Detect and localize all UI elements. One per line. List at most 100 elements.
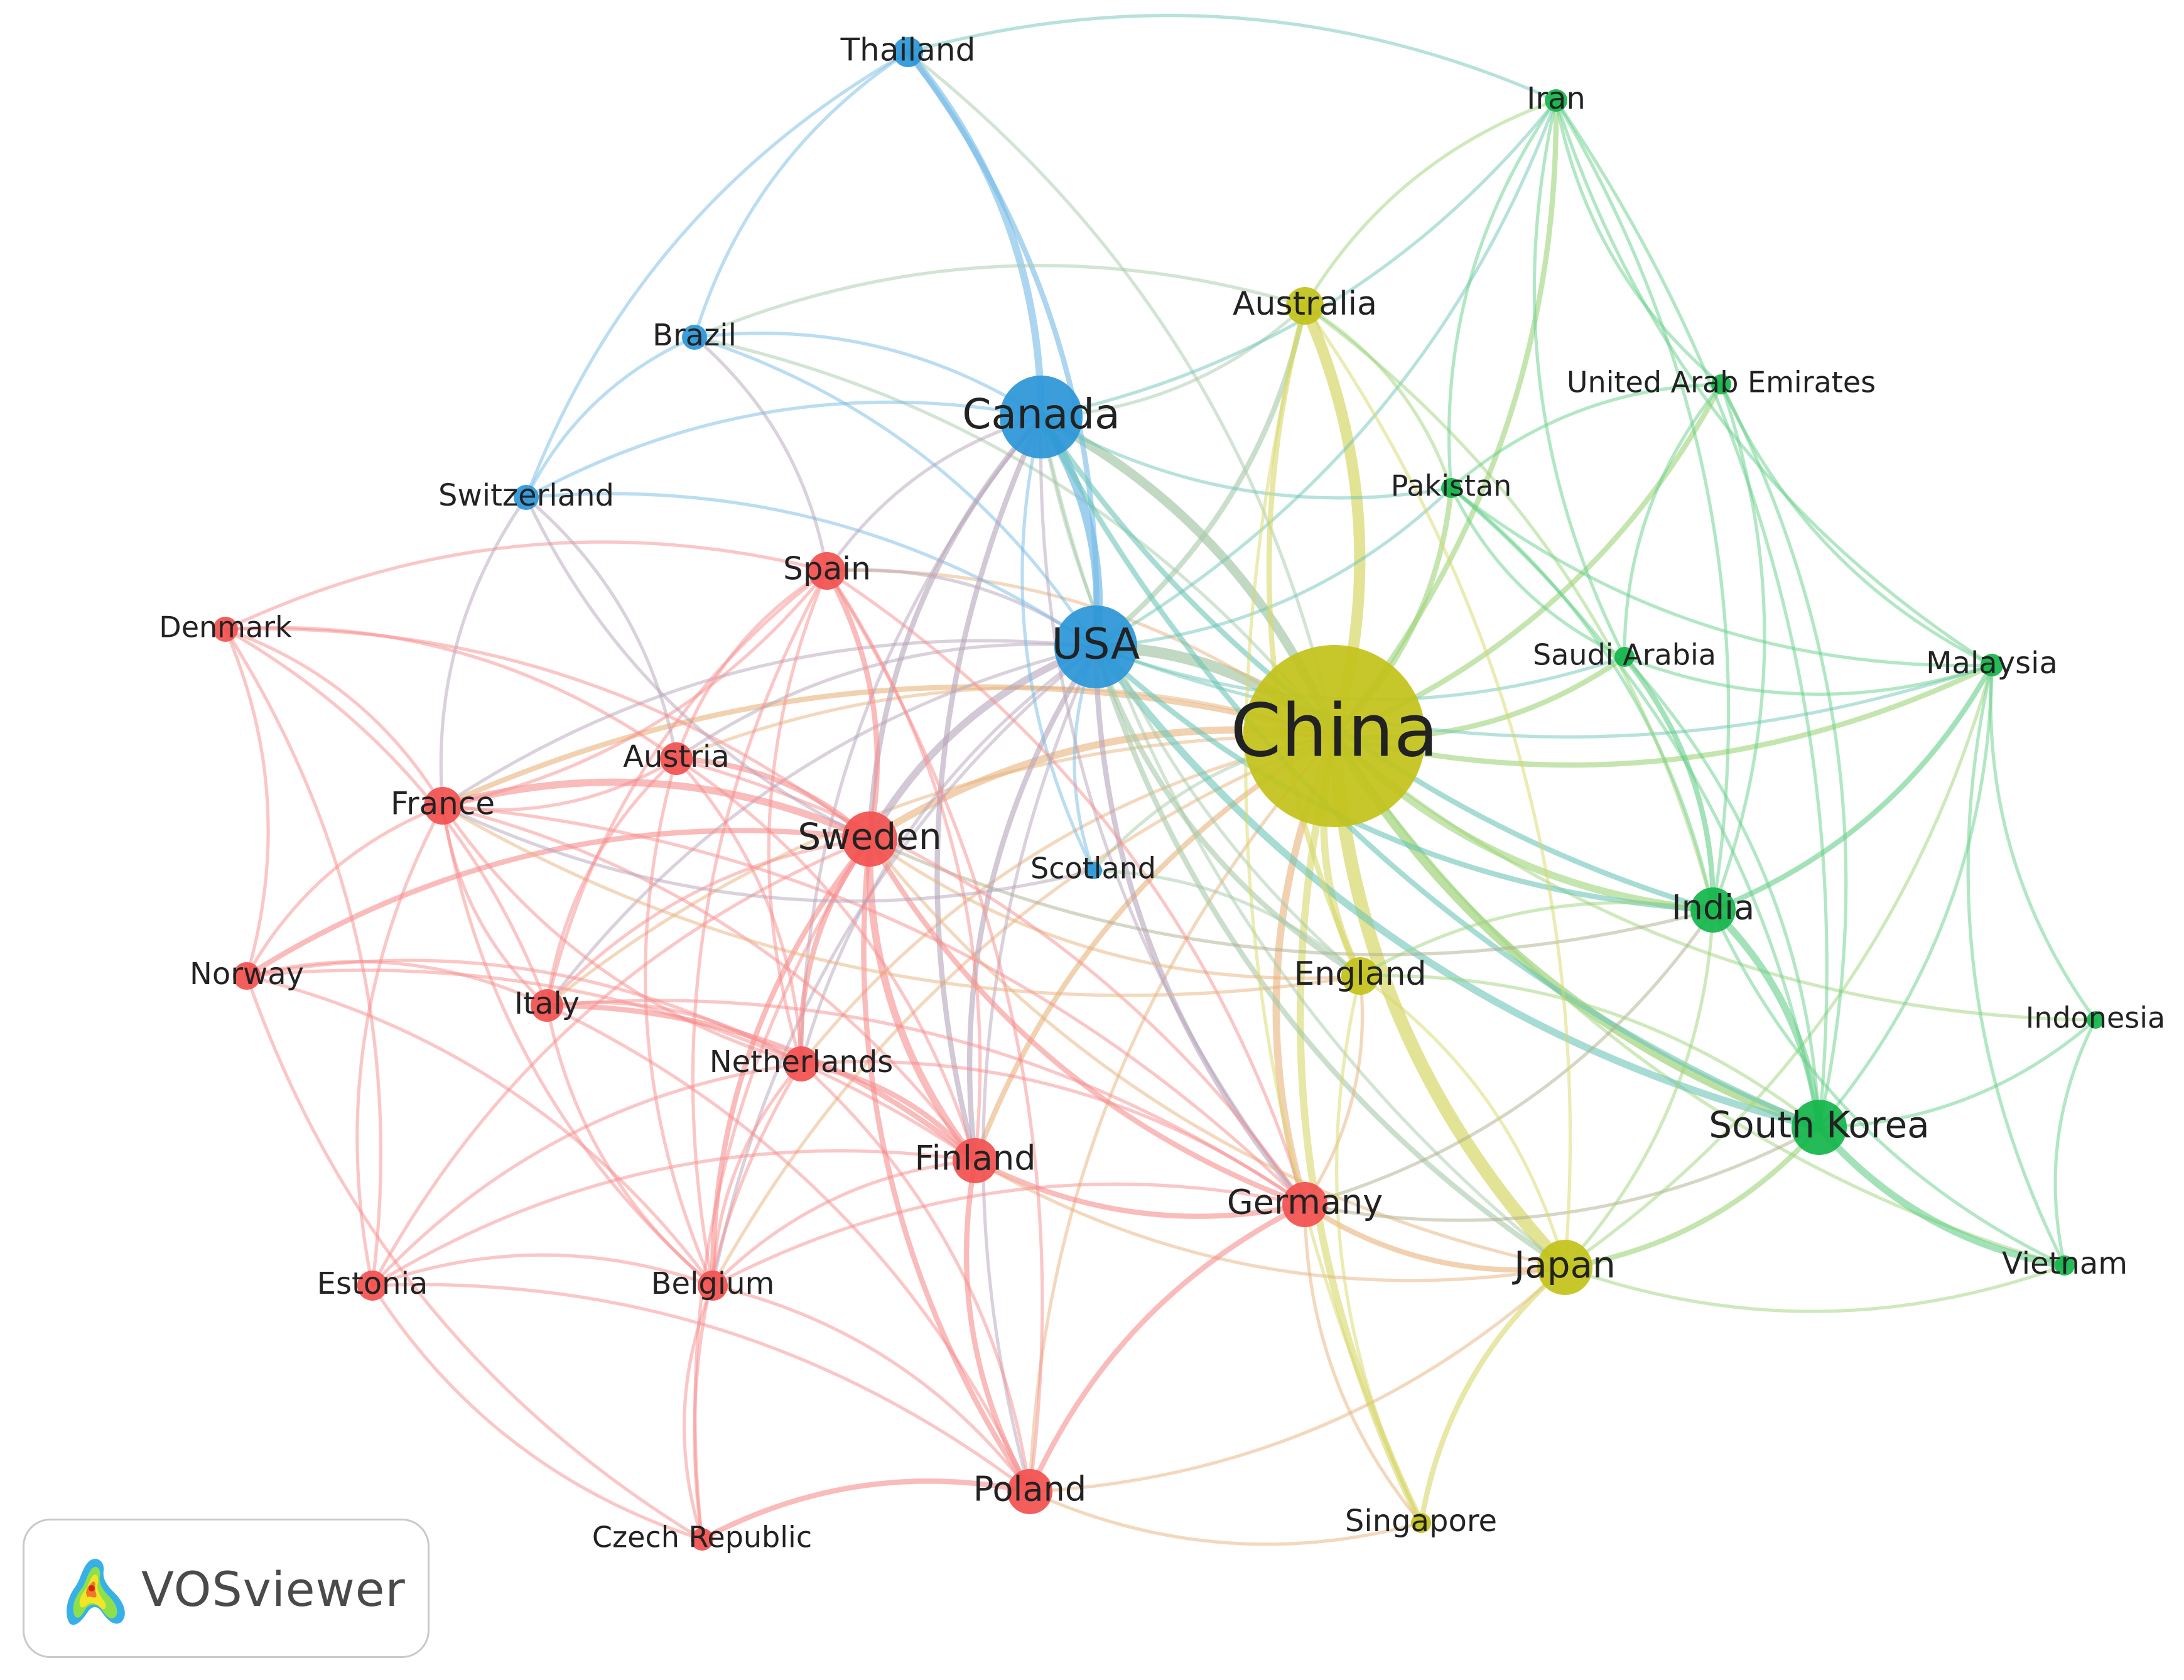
link-china-thailand	[906, 50, 1336, 738]
link-belgium-norway	[245, 974, 715, 1287]
node-malaysia[interactable]	[1981, 654, 2003, 676]
vosviewer-logo-icon	[67, 1559, 125, 1625]
node-singapore[interactable]	[1411, 1513, 1431, 1533]
link-poland-spain	[825, 569, 1044, 1493]
node-france[interactable]	[424, 787, 462, 825]
link-estonia-czech	[370, 1284, 704, 1541]
node-belgium[interactable]	[698, 1271, 728, 1301]
node-poland[interactable]	[1007, 1469, 1052, 1514]
link-spain-belgium	[691, 569, 829, 1287]
link-india-malaysia	[1710, 662, 1995, 913]
node-uae[interactable]	[1711, 374, 1731, 394]
link-england-singapore	[1335, 974, 1423, 1525]
link-malaysia-indonesia	[1989, 663, 2097, 1022]
link-china-iran	[1331, 97, 1559, 739]
link-switzerland-france	[439, 496, 528, 808]
node-vietnam[interactable]	[2055, 1255, 2075, 1276]
node-label-indonesia: Indonesia	[2026, 1001, 2165, 1035]
link-iran-malaysia	[1554, 99, 1994, 667]
vosviewer-brand-badge: VOSviewer	[23, 1519, 430, 1658]
link-austria-belgium	[644, 757, 715, 1287]
node-italy[interactable]	[531, 989, 563, 1022]
link-germany-belgium	[711, 1182, 1307, 1287]
link-norway-czech	[245, 974, 704, 1541]
node-label-uae: United Arab Emirates	[1567, 366, 1876, 399]
link-poland-netherlands	[799, 1062, 1032, 1493]
link-poland-belgium	[711, 1284, 1032, 1493]
node-label-singapore: Singapore	[1345, 1504, 1497, 1539]
node-iran[interactable]	[1545, 89, 1567, 112]
node-england[interactable]	[1341, 957, 1379, 995]
link-china-brazil	[693, 335, 1336, 738]
node-label-estonia: Estonia	[317, 1266, 428, 1301]
link-poland-czech	[699, 1478, 1033, 1542]
link-finland-netherlands	[798, 1061, 978, 1164]
link-pakistan-malaysia	[1449, 486, 1994, 668]
link-germany-singapore	[1303, 1203, 1423, 1525]
node-switzerland[interactable]	[514, 485, 539, 510]
node-thailand[interactable]	[893, 37, 923, 67]
node-finland[interactable]	[953, 1138, 998, 1183]
link-usa-japan	[1093, 644, 1568, 1271]
node-label-england: England	[1294, 955, 1426, 993]
node-saudi[interactable]	[1614, 647, 1635, 667]
node-indonesia[interactable]	[2087, 1011, 2104, 1029]
node-usa[interactable]	[1054, 605, 1137, 688]
node-label-usa: USA	[1052, 620, 1140, 669]
link-canada-japan	[1039, 415, 1567, 1269]
node-austria[interactable]	[660, 742, 693, 775]
node-pakistan[interactable]	[1441, 478, 1461, 498]
link-australia-brazil	[693, 264, 1307, 339]
node-india[interactable]	[1690, 887, 1736, 933]
link-south-korea-uae	[1719, 382, 1848, 1129]
node-netherlands[interactable]	[784, 1046, 819, 1081]
link-saudi-malaysia	[1623, 655, 1994, 696]
link-canada-brazil	[693, 332, 1043, 419]
node-brazil[interactable]	[682, 325, 707, 350]
link-france-austria	[441, 757, 678, 812]
links-layer	[224, 14, 2097, 1546]
link-spain-netherlands	[767, 569, 829, 1066]
link-france-norway	[245, 804, 445, 978]
node-czech[interactable]	[691, 1528, 713, 1551]
node-australia[interactable]	[1286, 287, 1324, 325]
link-sweden-norway	[244, 828, 873, 979]
node-germany[interactable]	[1282, 1182, 1327, 1227]
link-germany-france	[441, 804, 1307, 1206]
link-japan-vietnam	[1563, 1264, 2067, 1313]
node-south-korea[interactable]	[1792, 1100, 1847, 1155]
link-norway-denmark	[224, 627, 270, 978]
node-label-iran: Iran	[1527, 81, 1586, 116]
node-japan[interactable]	[1537, 1240, 1592, 1295]
link-switzerland-sweden	[524, 496, 872, 841]
node-canada[interactable]	[1000, 376, 1083, 458]
link-canada-scotland	[1020, 415, 1095, 872]
link-sweden-estonia	[370, 837, 872, 1287]
node-estonia[interactable]	[357, 1271, 387, 1301]
vosviewer-brand-name: VOSviewer	[141, 1561, 406, 1617]
link-finland-france	[441, 804, 977, 1162]
node-label-belgium: Belgium	[651, 1266, 775, 1301]
link-germany-poland	[1027, 1201, 1308, 1495]
node-china[interactable]	[1243, 645, 1425, 827]
link-canada-switzerland	[524, 400, 1043, 499]
link-japan-singapore	[1418, 1264, 1568, 1526]
link-malaysia-vietnam	[1966, 663, 2067, 1267]
node-label-poland: Poland	[973, 1470, 1086, 1509]
link-south-korea-saudi	[1623, 655, 1821, 1129]
node-label-brazil: Brazil	[652, 318, 737, 353]
link-japan-malaysia	[1563, 663, 1994, 1269]
node-label-malaysia: Malaysia	[1926, 646, 2058, 681]
node-label-saudi: Saudi Arabia	[1533, 638, 1716, 672]
link-usa-france	[441, 639, 1098, 808]
node-scotland[interactable]	[1084, 862, 1102, 879]
link-china-malaysia	[1331, 662, 1995, 768]
node-label-finland: Finland	[915, 1139, 1036, 1178]
node-norway[interactable]	[233, 962, 261, 990]
node-label-japan: Japan	[1512, 1244, 1616, 1286]
node-spain[interactable]	[808, 552, 846, 590]
link-india-pakistan	[1449, 486, 1715, 912]
node-denmark[interactable]	[213, 617, 238, 642]
link-usa-india	[1093, 644, 1716, 913]
node-sweden[interactable]	[842, 811, 897, 867]
